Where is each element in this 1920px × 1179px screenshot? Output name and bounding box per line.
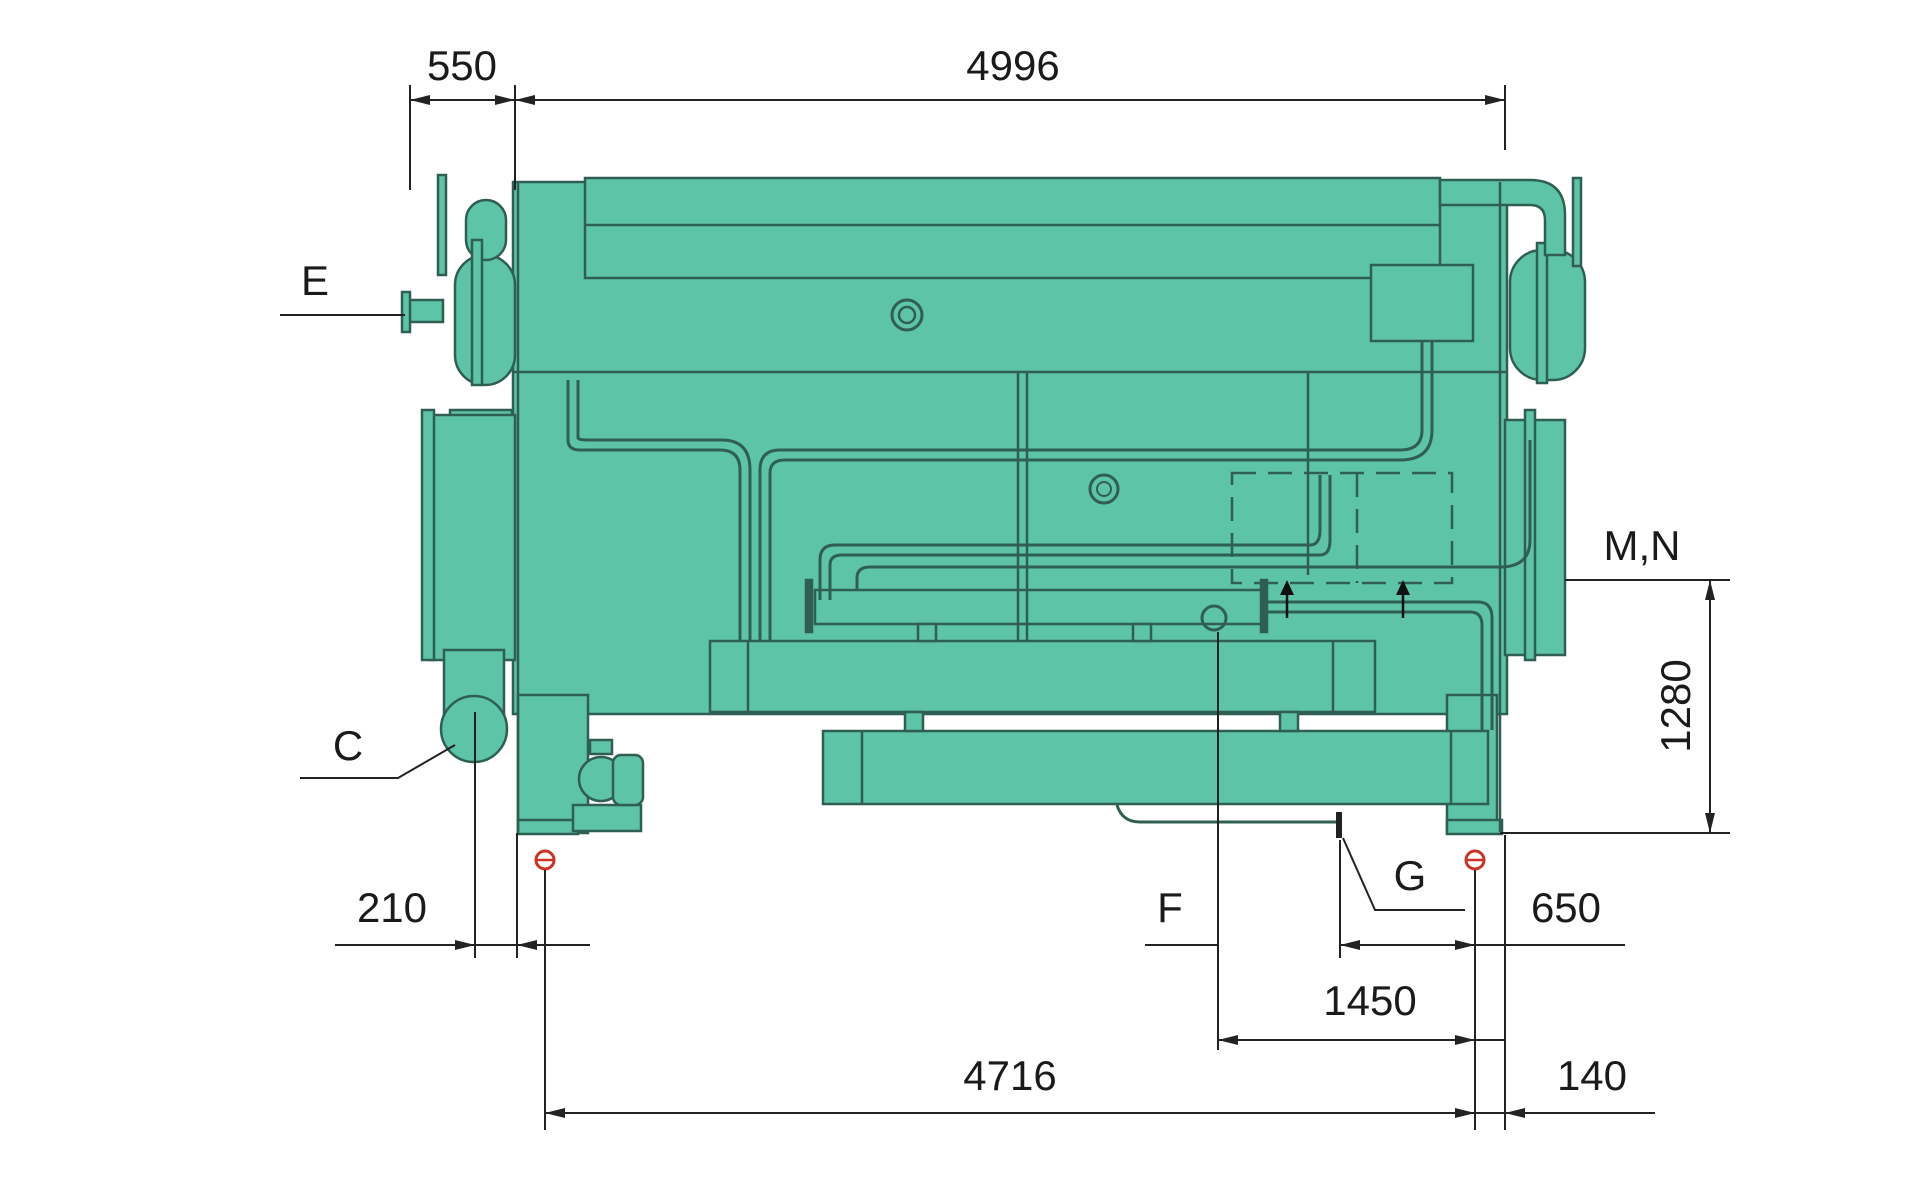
sight-glass-upper: [890, 298, 924, 332]
left-upper-header: [453, 253, 517, 387]
dim-550: 550: [427, 42, 497, 89]
dim-140: 140: [1557, 1052, 1627, 1099]
chiller-unit: [400, 173, 1587, 836]
top-generator-drum: [583, 176, 1442, 280]
sight-glass-middle: [1088, 473, 1120, 505]
interior-piping: [566, 298, 1532, 838]
dim-4716: 4716: [963, 1052, 1056, 1099]
label-c: C: [333, 722, 363, 769]
absorber-tube: [708, 639, 1377, 714]
left-water-box: [428, 413, 517, 662]
optional-component-outline: [1230, 471, 1454, 585]
label-e: E: [301, 257, 329, 304]
dim-210: 210: [357, 884, 427, 931]
condenser-tube: [821, 729, 1490, 806]
dimension-values: 550 4996 1280 210 650 1450 4716 140: [357, 42, 1699, 1099]
heat-exchanger: [813, 588, 1267, 626]
anchor-markers: [534, 849, 1486, 871]
dim-4996: 4996: [966, 42, 1059, 89]
valve-f: [1200, 604, 1228, 632]
shell-frame-lines: [516, 182, 1502, 832]
label-f: F: [1157, 884, 1183, 931]
connection-labels: E C M,N G F: [301, 257, 1681, 931]
label-mn: M,N: [1604, 522, 1681, 569]
control-box: [1369, 263, 1475, 343]
label-g: G: [1394, 852, 1427, 899]
dimension-lines: [280, 85, 1730, 1130]
dim-1450: 1450: [1323, 977, 1416, 1024]
pump-base: [571, 803, 643, 833]
dim-650: 650: [1531, 884, 1601, 931]
dim-1280: 1280: [1652, 659, 1699, 752]
